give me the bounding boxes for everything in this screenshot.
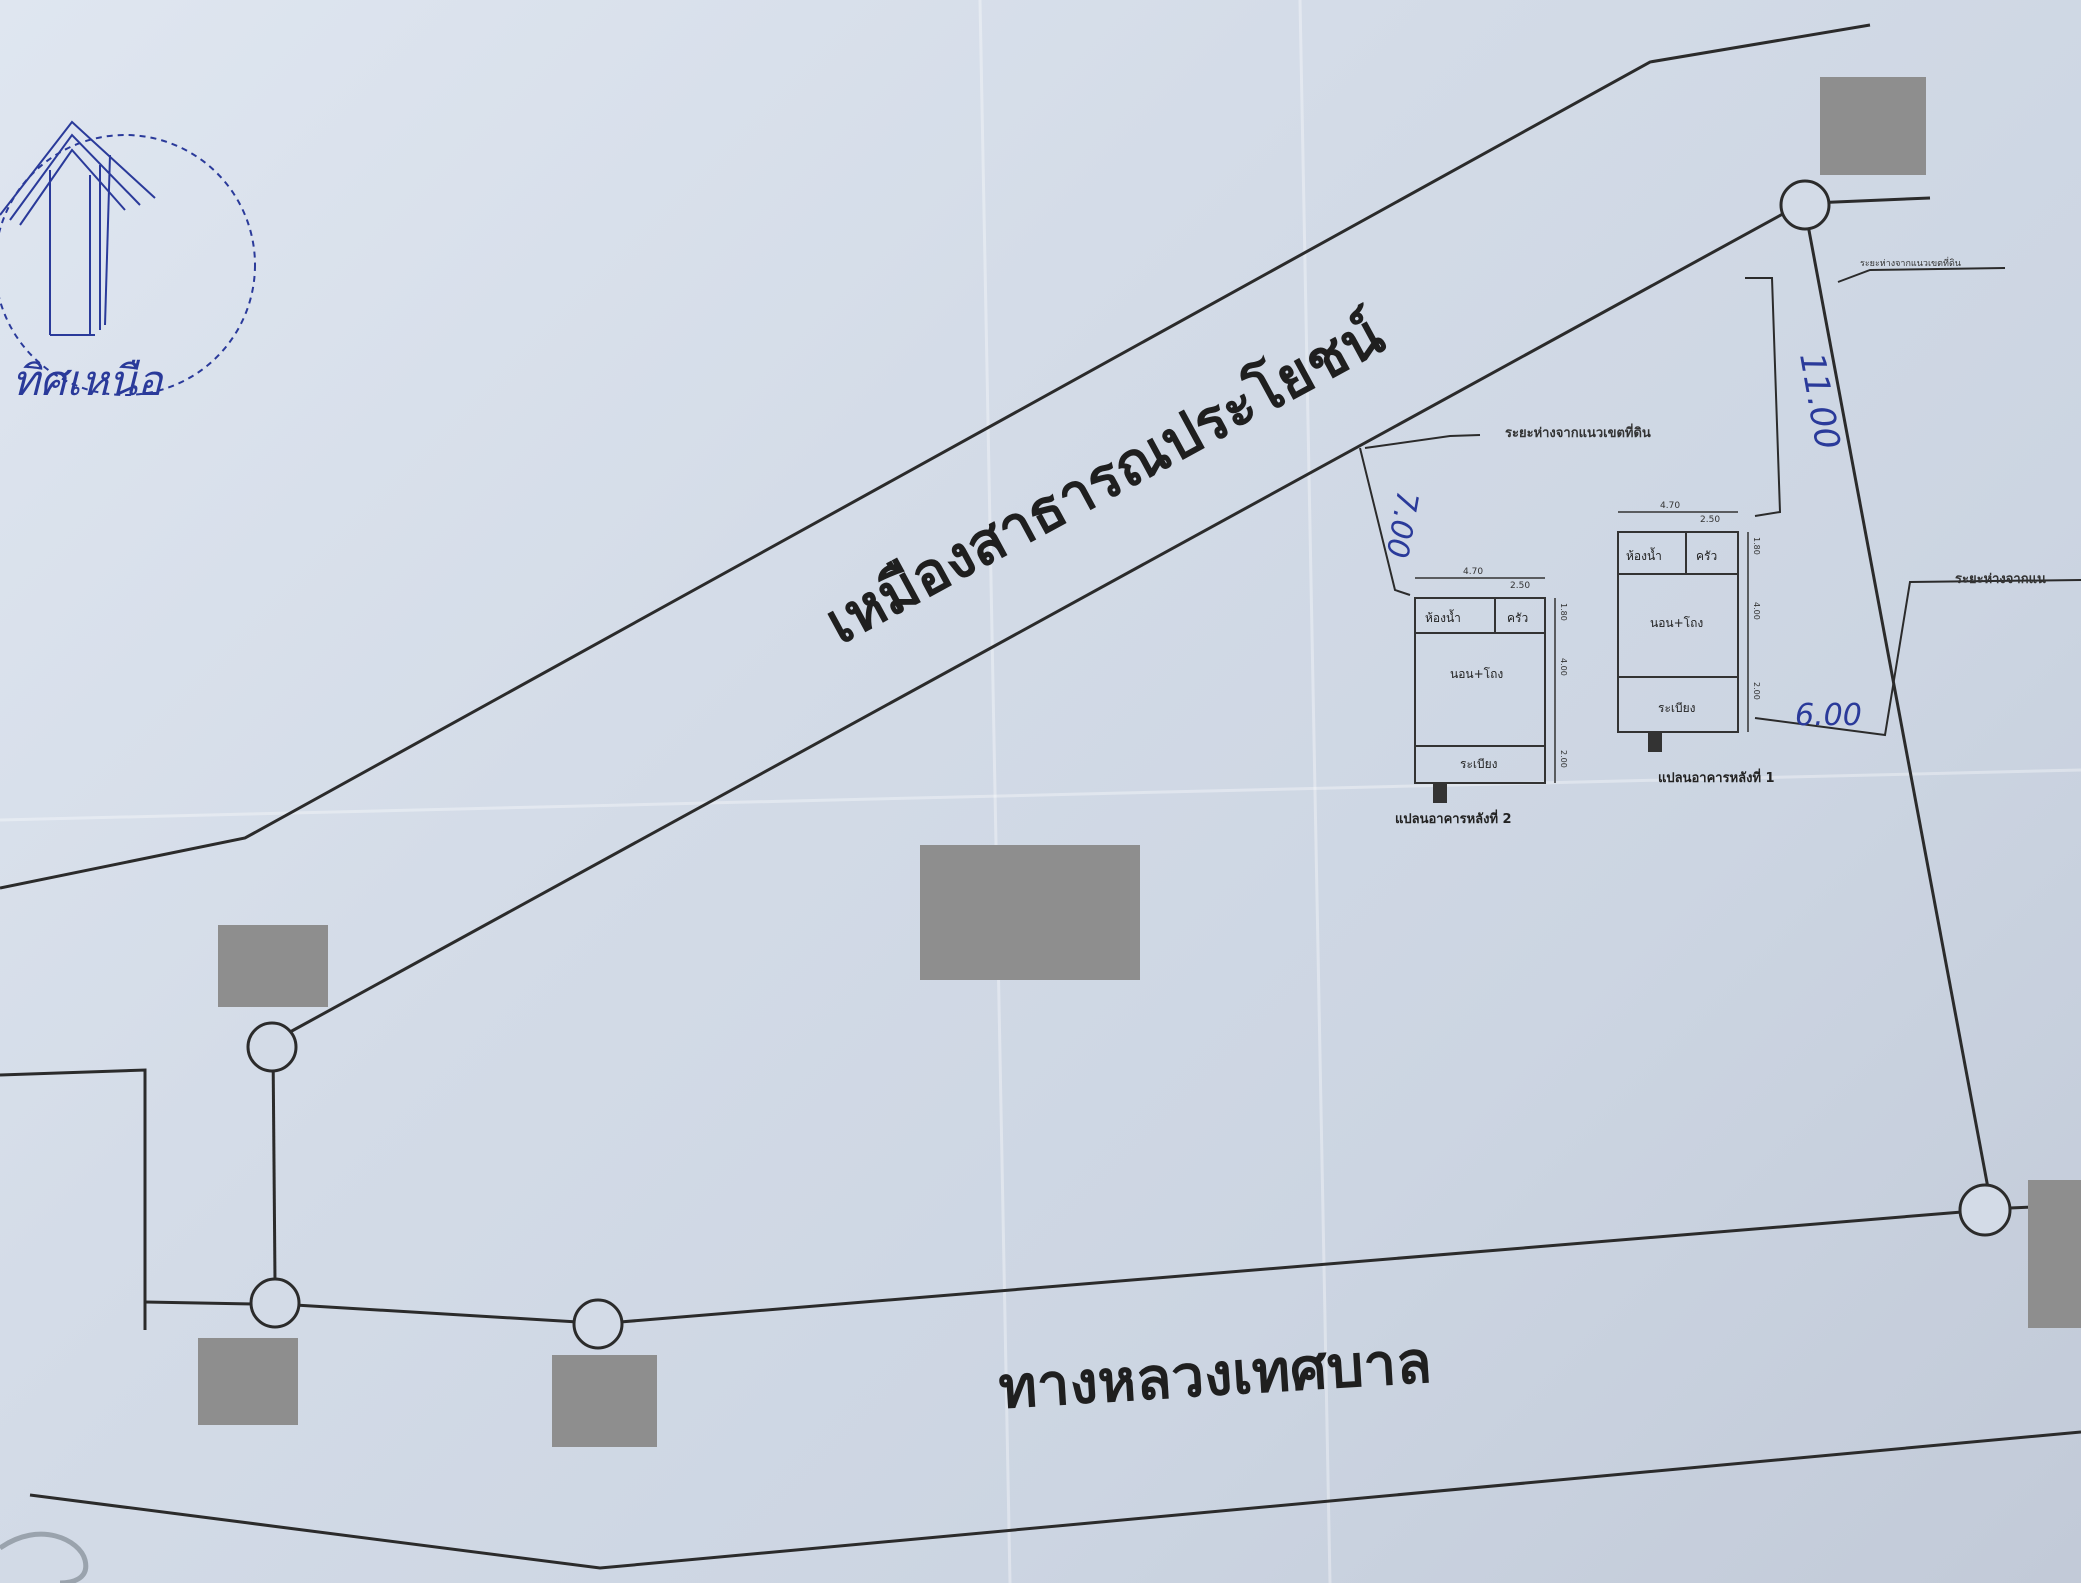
dim-top-part: 2.50: [1700, 515, 1720, 525]
redaction-box: [2028, 1180, 2081, 1328]
building-plan-2: 4.70 2.50 ห้องน้ำ ครัว นอน+โถง ระเบียง 1…: [1395, 567, 1568, 827]
compass-label: ทิศเหนือ: [12, 356, 164, 405]
compass-circle: [0, 134, 256, 396]
dimension-right-setback: 6.00: [1795, 698, 1862, 733]
setback-callout-right: ระยะห่างจากแน: [1955, 572, 2046, 587]
paperclip-icon: [0, 1531, 89, 1583]
stair-icon: [1433, 783, 1447, 803]
room-bedroom: นอน+โถง: [1450, 667, 1503, 681]
room-kitchen: ครัว: [1696, 549, 1717, 563]
dim-side-1: 1.80: [1752, 537, 1761, 555]
room-kitchen: ครัว: [1507, 611, 1528, 625]
dim-side-1: 1.80: [1559, 603, 1568, 621]
building-outline: [1414, 597, 1546, 784]
boundary-pin-nw: [246, 1021, 298, 1073]
top-note: ระยะห่างจากแนวเขตที่ดิน: [1860, 256, 1961, 269]
room-bathroom: ห้องน้ำ: [1425, 609, 1461, 625]
north-compass: ทิศเหนือ: [0, 120, 256, 405]
boundary-pin-se: [1958, 1183, 2012, 1237]
dimension-left-setback: 7.00: [1379, 489, 1425, 561]
redaction-box: [198, 1338, 298, 1425]
dimension-leaders: [1359, 267, 2081, 737]
dim-side-3: 2.00: [1559, 750, 1568, 768]
road-label: ทางหลวงเทศบาล: [997, 1328, 1434, 1422]
dim-top-total: 4.70: [1463, 567, 1483, 577]
dim-side-2: 4.00: [1752, 602, 1761, 620]
building-outline: [1617, 531, 1739, 733]
building-caption: แปลนอาคารหลังที่ 2: [1395, 809, 1512, 827]
dim-top-part: 2.50: [1510, 581, 1530, 591]
redaction-box: [1820, 77, 1926, 175]
redactions: [198, 77, 2081, 1447]
boundary-pin-s: [572, 1298, 624, 1350]
dim-side-3: 2.00: [1752, 682, 1761, 700]
setback-callout: ระยะห่างจากแนวเขตที่ดิน: [1505, 423, 1651, 441]
dim-side-2: 4.00: [1559, 658, 1568, 676]
room-bedroom: นอน+โถง: [1650, 616, 1703, 630]
redaction-box: [920, 845, 1140, 980]
canal-band: [0, 23, 1871, 1034]
building-caption: แปลนอาคารหลังที่ 1: [1658, 768, 1775, 786]
boundary-pins: [246, 179, 2012, 1350]
redaction-box: [552, 1355, 657, 1447]
redaction-box: [218, 925, 328, 1007]
boundary-pin-sw: [249, 1277, 301, 1329]
room-veranda: ระเบียง: [1460, 757, 1498, 771]
dim-top-total: 4.70: [1660, 501, 1680, 511]
road-edge: [29, 1430, 2081, 1570]
parcel-boundary: [0, 196, 2081, 1330]
dimension-north-side: 11.00: [1791, 350, 1847, 453]
room-veranda: ระเบียง: [1658, 701, 1696, 715]
boundary-pin-ne: [1779, 179, 1831, 231]
north-arrow-icon: [0, 120, 156, 336]
stair-icon: [1648, 732, 1662, 752]
building-plan-1: 4.70 2.50 ห้องน้ำ ครัว นอน+โถง ระเบียง 1…: [1617, 501, 1775, 786]
room-bathroom: ห้องน้ำ: [1626, 547, 1662, 563]
